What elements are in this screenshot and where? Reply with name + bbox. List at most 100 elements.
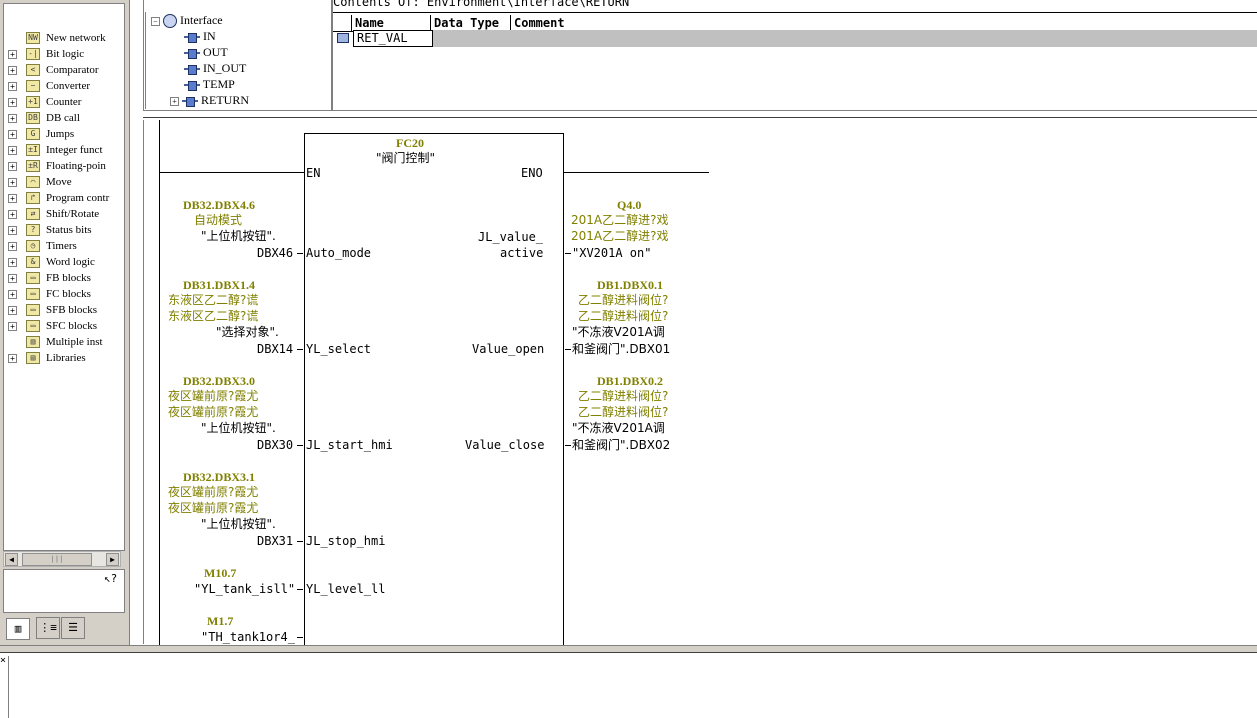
output-symbol[interactable]: "不冻液V201A调: [572, 421, 665, 435]
catalog-item-comparator[interactable]: +<Comparator: [4, 62, 124, 78]
catalog-item-sfb-blocks[interactable]: +▭SFB blocks: [4, 302, 124, 318]
expand-icon[interactable]: +: [8, 130, 17, 139]
expand-icon[interactable]: +: [8, 114, 17, 123]
output-symbol-2[interactable]: 和釜阀门".DBX02: [572, 438, 671, 452]
interface-root[interactable]: − Interface: [151, 13, 223, 29]
input-address[interactable]: DB31.DBX1.4: [183, 278, 256, 292]
input-symbol[interactable]: "上位机按钮".: [201, 229, 276, 243]
contents-table: Name Data Type Comment: [333, 12, 1257, 110]
expand-icon[interactable]: +: [8, 322, 17, 331]
output-address[interactable]: DB1.DBX0.1: [597, 278, 664, 292]
output-symbol[interactable]: "不冻液V201A调: [572, 325, 665, 339]
expand-icon[interactable]: +: [8, 226, 17, 235]
pin-wire: [297, 589, 303, 590]
catalog-tabs: ▥ ⋮≡ ☰: [0, 617, 130, 641]
output-splitter[interactable]: [0, 645, 1257, 653]
catalog-item-move[interactable]: +⌒Move: [4, 174, 124, 190]
expand-icon[interactable]: +: [8, 306, 17, 315]
tab-call-structure[interactable]: ⋮≡: [36, 617, 60, 639]
fc20-block[interactable]: [304, 133, 564, 645]
scrollbar-thumb[interactable]: |||: [22, 553, 92, 566]
input-short-address[interactable]: DBX46: [257, 246, 294, 260]
input-symbol[interactable]: "TH_tank1or4_: [201, 630, 295, 644]
interface-item-out[interactable]: OUT: [184, 45, 228, 61]
catalog-item-status-bits[interactable]: +?Status bits: [4, 222, 124, 238]
expand-icon[interactable]: +: [8, 146, 17, 155]
expand-icon[interactable]: +: [8, 194, 17, 203]
input-address[interactable]: M10.7: [204, 566, 237, 580]
parameter-icon: [184, 32, 200, 44]
expand-icon[interactable]: +: [8, 178, 17, 187]
catalog-item-sfc-blocks[interactable]: +▭SFC blocks: [4, 318, 124, 334]
output-address[interactable]: Q4.0: [617, 198, 642, 212]
input-short-address[interactable]: DBX30: [257, 438, 294, 452]
catalog-item-fb-blocks[interactable]: +▭FB blocks: [4, 270, 124, 286]
input-symbol[interactable]: "YL_tank_isll": [194, 582, 296, 596]
output-symbol[interactable]: "XV201A on": [572, 246, 652, 260]
interface-item-return[interactable]: + RETURN: [170, 93, 249, 109]
libraries-icon: ▤: [26, 352, 40, 364]
pin-jl-value-active-2: active: [500, 246, 544, 260]
tab-program-elements[interactable]: ▥: [6, 618, 30, 640]
interface-item-in[interactable]: IN: [184, 29, 216, 45]
catalog-item-timers[interactable]: +◷Timers: [4, 238, 124, 254]
column-header-comment[interactable]: Comment: [514, 16, 565, 30]
catalog-horizontal-scrollbar[interactable]: ◀ ||| ▶: [3, 551, 121, 567]
input-address[interactable]: DB32.DBX3.0: [183, 374, 256, 388]
column-header-data-type[interactable]: Data Type: [431, 15, 511, 31]
catalog-item-fc-blocks[interactable]: +▭FC blocks: [4, 286, 124, 302]
expand-icon[interactable]: +: [8, 66, 17, 75]
catalog-item-multiple-instance[interactable]: ▥Multiple inst: [4, 334, 124, 350]
ret-val-name-cell[interactable]: RET_VAL: [353, 30, 433, 47]
input-address[interactable]: DB32.DBX4.6: [183, 198, 256, 212]
expand-icon[interactable]: +: [8, 162, 17, 171]
input-symbol[interactable]: "上位机按钮".: [201, 517, 276, 531]
output-symbol-2[interactable]: 和釜阀门".DBX01: [572, 342, 671, 356]
expand-icon[interactable]: +: [8, 258, 17, 267]
input-short-address[interactable]: DBX31: [257, 534, 294, 548]
horizontal-splitter[interactable]: [143, 110, 1257, 118]
expand-icon[interactable]: +: [8, 210, 17, 219]
expand-icon[interactable]: +: [8, 242, 17, 251]
interface-item-temp[interactable]: TEMP: [184, 77, 235, 93]
input-symbol[interactable]: "上位机按钮".: [201, 421, 276, 435]
catalog-item-shift-rotate[interactable]: +⇄Shift/Rotate: [4, 206, 124, 222]
input-short-address[interactable]: DBX14: [257, 342, 294, 356]
input-address[interactable]: DB32.DBX3.1: [183, 470, 256, 484]
close-icon[interactable]: ×: [0, 655, 7, 666]
expand-icon[interactable]: +: [8, 290, 17, 299]
db-call-icon: DB: [26, 112, 40, 124]
catalog-item-converter[interactable]: +~Converter: [4, 78, 124, 94]
scroll-right-icon[interactable]: ▶: [106, 553, 119, 566]
expand-icon[interactable]: +: [8, 98, 17, 107]
contents-header: Contents Of: Environment\Interface\RETUR…: [333, 0, 630, 9]
expand-icon[interactable]: +: [8, 50, 17, 59]
vertical-splitter[interactable]: [331, 0, 333, 110]
input-symbol[interactable]: "选择对象".: [216, 325, 279, 339]
tab-list[interactable]: ☰: [61, 617, 85, 639]
expand-icon[interactable]: +: [8, 354, 17, 363]
column-header-name[interactable]: Name: [351, 15, 431, 31]
catalog-item-program-control[interactable]: +↱Program contr: [4, 190, 124, 206]
catalog-item-libraries[interactable]: +▤Libraries: [4, 350, 124, 366]
output-address[interactable]: DB1.DBX0.2: [597, 374, 664, 388]
help-pointer-icon[interactable]: ↖?: [104, 572, 118, 585]
catalog-item-bit-logic[interactable]: +-|Bit logic: [4, 46, 124, 62]
collapse-icon[interactable]: −: [151, 16, 160, 26]
expand-icon[interactable]: +: [8, 82, 17, 91]
expand-icon[interactable]: +: [170, 96, 179, 106]
catalog-item-word-logic[interactable]: +&Word logic: [4, 254, 124, 270]
input-address[interactable]: M1.7: [207, 614, 234, 628]
expand-icon[interactable]: +: [8, 274, 17, 283]
output-comment: 乙二醇进料阀位?: [578, 405, 669, 419]
status-bits-icon: ?: [26, 224, 40, 236]
interface-item-in-out[interactable]: IN_OUT: [184, 61, 246, 77]
scroll-left-icon[interactable]: ◀: [5, 553, 18, 566]
word-logic-icon: &: [26, 256, 40, 268]
